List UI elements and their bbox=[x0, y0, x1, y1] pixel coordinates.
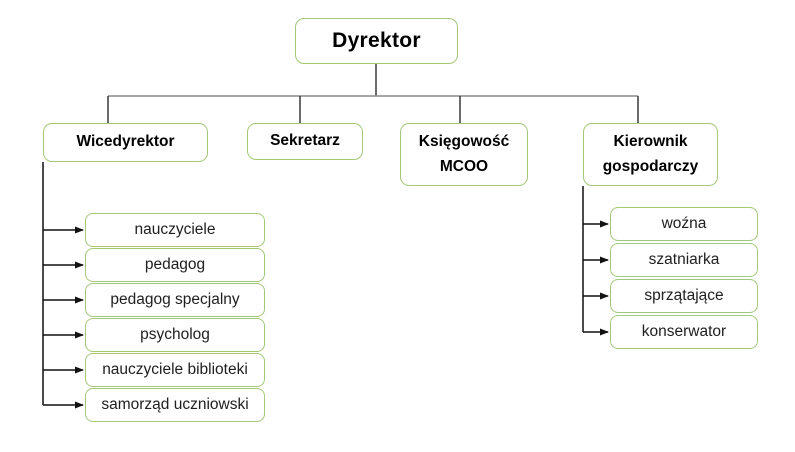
org-box-wicedyrektor: Wicedyrektor bbox=[43, 123, 208, 162]
org-box-sekretarz: Sekretarz bbox=[247, 123, 363, 160]
org-box-ksiegowosc-mcoo: Księgowość MCOO bbox=[400, 123, 528, 186]
org-box-kierownik-gospodarczy: Kierownik gospodarczy bbox=[583, 123, 718, 186]
org-box-pedagog: pedagog bbox=[85, 248, 265, 282]
org-box-sprzatajace: sprzątające bbox=[610, 279, 758, 313]
org-box-nauczyciele-biblioteki: nauczyciele biblioteki bbox=[85, 353, 265, 387]
org-box-nauczyciele: nauczyciele bbox=[85, 213, 265, 247]
org-box-dyrektor: Dyrektor bbox=[295, 18, 458, 64]
org-box-wozna: woźna bbox=[610, 207, 758, 241]
org-box-psycholog: psycholog bbox=[85, 318, 265, 352]
org-box-pedagog-specjalny: pedagog specjalny bbox=[85, 283, 265, 317]
org-box-samorzad-uczniowski: samorząd uczniowski bbox=[85, 388, 265, 422]
org-box-konserwator: konserwator bbox=[610, 315, 758, 349]
org-box-szatniarka: szatniarka bbox=[610, 243, 758, 277]
